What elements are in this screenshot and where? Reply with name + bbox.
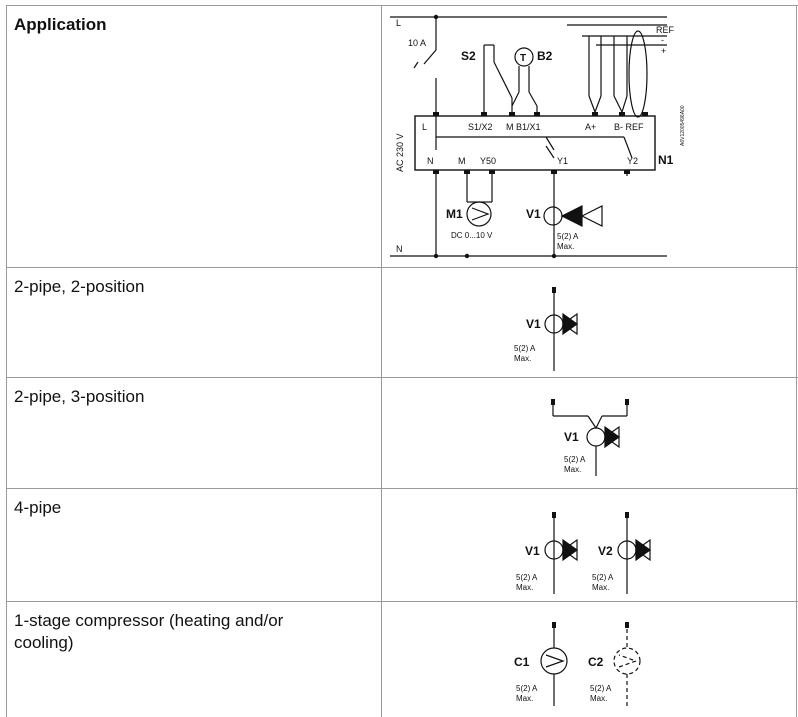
- label-cell: 1-stage compressor (heating and/or cooli…: [6, 602, 382, 717]
- table-row-2pipe-3position: 2-pipe, 3-position V1: [6, 377, 798, 489]
- v2-label: V2: [598, 544, 613, 558]
- valve-v1-symbol: V1 5(2) A Max.: [514, 287, 579, 371]
- c1-max: Max.: [516, 694, 533, 703]
- v1-rating: 5(2) A: [516, 573, 538, 582]
- row-label: 2-pipe, 3-position: [14, 387, 145, 406]
- v1-label: V1: [525, 544, 540, 558]
- c2-label: C2: [588, 655, 604, 669]
- v1-max: Max.: [516, 583, 533, 592]
- v1-max: Max.: [557, 242, 574, 251]
- valve-4pipe-symbols: V1 V2 5(2) A Max. 5(2) A Max.: [516, 512, 652, 594]
- rating: 5(2) A: [564, 455, 586, 464]
- max: Max.: [514, 354, 531, 363]
- terminal-bminus-ref: B- REF: [614, 122, 644, 132]
- minus-label: -: [661, 35, 664, 45]
- wiring-diagram: L N 10 A S2 T B2 REF - + AC 230 V A6V120…: [390, 14, 686, 259]
- terminal-s1x2: S1/X2: [468, 122, 493, 132]
- symbol-cell: V1 V2 5(2) A Max. 5(2) A Max.: [382, 489, 797, 602]
- m1-label: M1: [446, 207, 463, 221]
- compressor-symbols: C1 C2 5(2) A Max. 5(2) A Max.: [514, 622, 641, 706]
- diagram-cell: L N 10 A S2 T B2 REF - + AC 230 V A6V120…: [382, 6, 797, 268]
- label-cell: 2-pipe, 2-position: [6, 268, 382, 378]
- table-row-1stage-compressor: 1-stage compressor (heating and/or cooli…: [6, 601, 798, 717]
- symbol-cell: C1 C2 5(2) A Max. 5(2) A Max.: [382, 602, 797, 717]
- plus-label: +: [661, 46, 666, 56]
- v1-rating: 5(2) A: [557, 232, 579, 241]
- row-label: 4-pipe: [14, 498, 62, 517]
- v2-rating: 5(2) A: [592, 573, 614, 582]
- label-cell: 4-pipe: [6, 489, 382, 602]
- ref-label: REF: [656, 25, 675, 35]
- rating: 5(2) A: [514, 344, 536, 353]
- t-symbol: T: [520, 53, 526, 64]
- row-label: 1-stage compressor (heating and/or cooli…: [14, 611, 284, 652]
- c2-rating: 5(2) A: [590, 684, 612, 693]
- symbol-cell: V1 5(2) A Max.: [382, 378, 797, 489]
- terminal-y1: Y1: [557, 156, 568, 166]
- table-row-4pipe: 4-pipe V1 V2 5(2) A Max.: [6, 488, 798, 602]
- terminal-b1x1: B1/X1: [516, 122, 541, 132]
- m1-spec: DC 0...10 V: [451, 231, 493, 240]
- doc-code: A6V12005496A00: [680, 105, 686, 146]
- table-row-application: Application: [6, 5, 798, 268]
- s2-label: S2: [461, 49, 476, 63]
- terminal-l: L: [422, 122, 427, 132]
- fuse-label: 10 A: [408, 38, 426, 48]
- row-label: 2-pipe, 2-position: [14, 277, 145, 296]
- v2-max: Max.: [592, 583, 609, 592]
- max: Max.: [564, 465, 581, 474]
- v1-label: V1: [526, 207, 541, 221]
- label-cell: 2-pipe, 3-position: [6, 378, 382, 489]
- c1-rating: 5(2) A: [516, 684, 538, 693]
- terminal-m2: M: [458, 156, 466, 166]
- c2-max: Max.: [590, 694, 607, 703]
- table-row-2pipe-2position: 2-pipe, 2-position V1 5(2) A Max.: [6, 267, 798, 378]
- terminal-aplus: A+: [585, 122, 596, 132]
- terminal-n: N: [427, 156, 434, 166]
- application-table: Application: [6, 5, 798, 717]
- symbol-cell: V1 5(2) A Max.: [382, 268, 797, 378]
- c1-label: C1: [514, 655, 530, 669]
- terminal-y2: Y2: [627, 156, 638, 166]
- v1-label: V1: [526, 317, 541, 331]
- b2-label: B2: [537, 49, 553, 63]
- terminal-y50: Y50: [480, 156, 496, 166]
- n1-label: N1: [658, 153, 674, 167]
- label-cell: Application: [6, 6, 382, 268]
- valve-3position-symbol: V1 5(2) A Max.: [551, 399, 629, 476]
- line-l-label: L: [396, 18, 401, 28]
- column-header-application: Application: [14, 15, 107, 34]
- terminal-m: M: [506, 122, 514, 132]
- supply-label: AC 230 V: [395, 133, 405, 172]
- v1-label: V1: [564, 430, 579, 444]
- line-n-label: N: [396, 244, 403, 254]
